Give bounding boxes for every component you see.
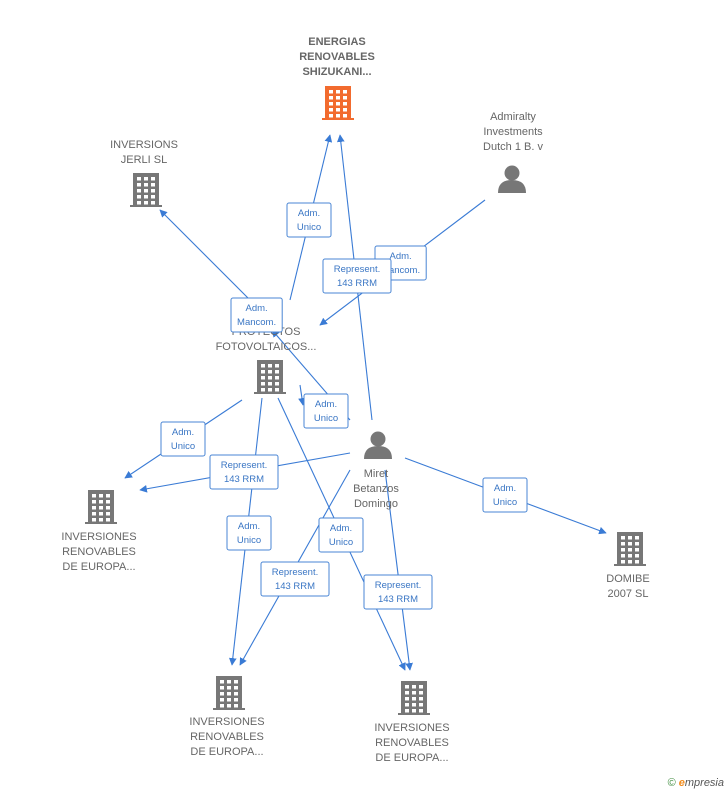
edge-label-represent-2[interactable]: Represent. 143 RRM <box>209 454 279 490</box>
edge-label-text: Adm. <box>315 399 337 410</box>
edge-label-text: Adm. <box>494 483 516 494</box>
node-label-line: INVERSIONES <box>189 716 264 728</box>
node-label-line: DOMIBE <box>606 573 649 585</box>
edge-line <box>298 384 306 406</box>
edge-label-text: Unico <box>237 535 261 546</box>
edge-label-text: Unico <box>314 413 338 424</box>
edge-label-represent-4[interactable]: Represent. 143 RRM <box>363 574 433 610</box>
edge-label-text: Mancom. <box>381 265 420 276</box>
edge-label-text: 143 RRM <box>378 594 418 605</box>
building-icon[interactable] <box>254 360 286 394</box>
node-label-line: Investments <box>483 126 543 138</box>
node-jerli[interactable]: INVERSIONS JERLI SL <box>110 139 178 207</box>
edge-label-adm-mancom-2[interactable]: Adm. Mancom. <box>230 297 283 333</box>
node-label-line: FOTOVOLTAICOS... <box>216 341 317 353</box>
copyright-symbol: © <box>667 777 676 789</box>
building-icon[interactable] <box>85 490 117 524</box>
edge-label-adm-unico-4[interactable]: Adm. Unico <box>482 477 528 513</box>
edge-label-text: 143 RRM <box>337 278 377 289</box>
node-shizukani[interactable]: ENERGIAS RENOVABLES SHIZUKANI... <box>299 36 375 120</box>
edge-line <box>384 469 413 671</box>
edge-label-adm-unico-2[interactable]: Adm. Unico <box>303 393 349 429</box>
node-label-line: Admiralty <box>490 111 536 123</box>
node-label-line: DE EUROPA... <box>190 746 263 758</box>
node-label-line: RENOVABLES <box>375 737 449 749</box>
person-icon[interactable] <box>364 431 392 460</box>
node-label-line: SHIZUKANI... <box>302 66 371 78</box>
node-label-line: RENOVABLES <box>190 731 264 743</box>
edge-label-text: Adm. <box>390 251 412 262</box>
node-label-line: RENOVABLES <box>299 51 375 63</box>
edge-label-adm-unico-6[interactable]: Adm. Unico <box>318 517 364 553</box>
edge-line <box>159 209 251 301</box>
building-icon[interactable] <box>614 532 646 566</box>
edge-label-represent-1[interactable]: Represent. 143 RRM <box>322 258 392 294</box>
node-label-line: DE EUROPA... <box>62 561 135 573</box>
node-label-line: INVERSIONS <box>110 139 178 151</box>
edge-label-text: Adm. <box>172 427 194 438</box>
node-ire_bottom1[interactable]: INVERSIONES RENOVABLES DE EUROPA... <box>189 676 265 758</box>
person-icon[interactable] <box>498 165 526 194</box>
node-label-line: Betanzos <box>353 483 399 495</box>
edge-label-text: Unico <box>329 537 353 548</box>
node-label-line: Miret <box>364 468 388 480</box>
edge-label-text: Represent. <box>272 567 318 578</box>
node-domibe[interactable]: DOMIBE 2007 SL <box>606 532 650 600</box>
empresia-brand[interactable]: © empresia <box>668 777 724 789</box>
node-label-line: ENERGIAS <box>308 36 365 48</box>
building-icon[interactable] <box>213 676 245 710</box>
node-label-line: Domingo <box>354 498 398 510</box>
node-label-line: RENOVABLES <box>62 546 136 558</box>
node-label-line: 2007 SL <box>608 588 649 600</box>
building-icon[interactable] <box>322 86 354 120</box>
node-label-line: INVERSIONES <box>374 722 449 734</box>
edge-label-text: Represent. <box>334 264 380 275</box>
edge-label-represent-3[interactable]: Represent. 143 RRM <box>260 561 330 597</box>
edge-label-text: Adm. <box>330 523 352 534</box>
edge-label-adm-unico-1[interactable]: Adm. Unico <box>286 202 332 238</box>
edge-label-text: Adm. <box>246 303 268 314</box>
edge-label-text: Adm. <box>298 208 320 219</box>
edge-label-adm-unico-3[interactable]: Adm. Unico <box>160 421 206 457</box>
edge-label-text: 143 RRM <box>275 581 315 592</box>
edge-label-text: 143 RRM <box>224 474 264 485</box>
brand-name: mpresia <box>684 777 724 789</box>
brand-e: e <box>678 777 685 789</box>
edge-label-text: Mancom. <box>237 317 276 328</box>
edge-label-text: Represent. <box>375 580 421 591</box>
node-label-line: INVERSIONES <box>61 531 136 543</box>
edge-label-adm-unico-5[interactable]: Adm. Unico <box>226 515 272 551</box>
node-ire_bottom2[interactable]: INVERSIONES RENOVABLES DE EUROPA... <box>374 681 450 764</box>
edge-label-text: Adm. <box>238 521 260 532</box>
building-icon[interactable] <box>130 173 162 207</box>
edge-label-text: Unico <box>297 222 321 233</box>
building-icon[interactable] <box>398 681 430 715</box>
edge-label-text: Unico <box>171 441 195 452</box>
node-label-line: Dutch 1 B. v <box>483 141 543 153</box>
edge-label-text: Represent. <box>221 460 267 471</box>
node-ire_left[interactable]: INVERSIONES RENOVABLES DE EUROPA... <box>61 490 137 573</box>
edge-label-text: Unico <box>493 497 517 508</box>
node-label-line: JERLI SL <box>121 154 167 166</box>
node-label-line: DE EUROPA... <box>375 752 448 764</box>
